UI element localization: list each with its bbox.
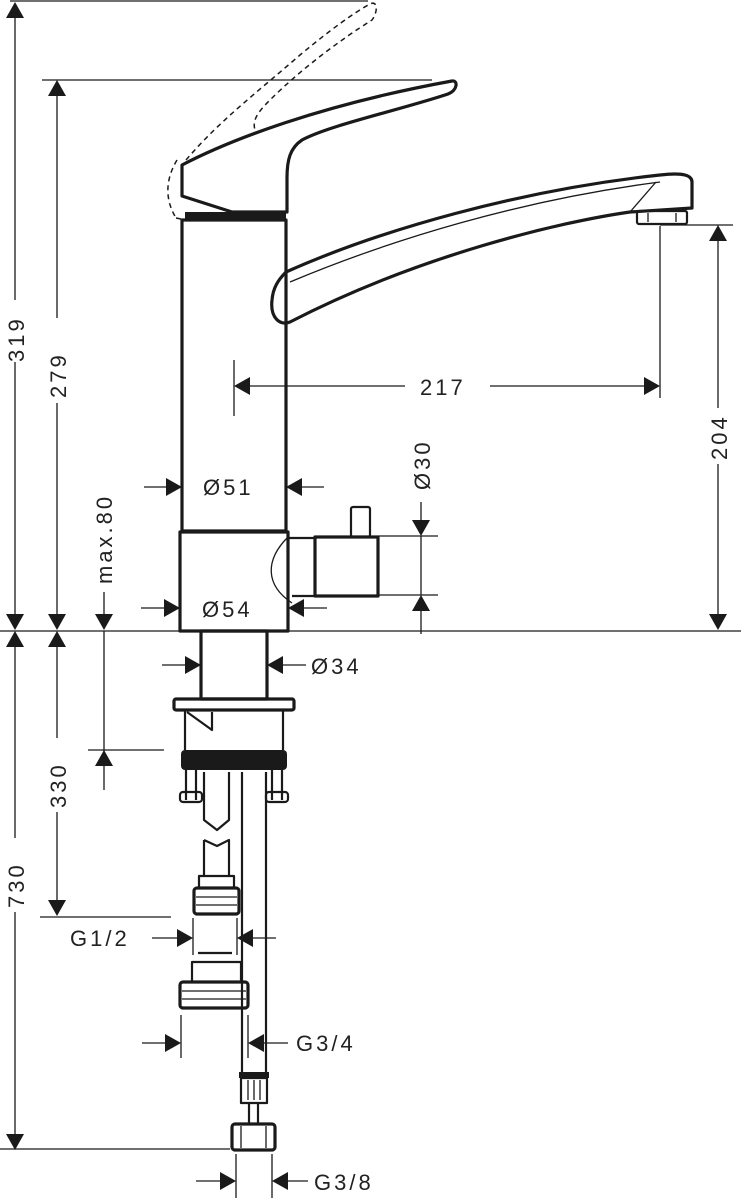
mounting-plate xyxy=(172,697,296,712)
dim-g38-arrow-left xyxy=(220,1172,236,1190)
dim-d51-arrow-left xyxy=(166,478,182,496)
spout-inner-edge xyxy=(289,181,661,283)
dim-279-arrow-top xyxy=(48,80,66,96)
g12-fitting-nut xyxy=(192,886,241,916)
dim-d54-arrow-left xyxy=(164,599,180,617)
g34-fitting-collar xyxy=(190,960,243,984)
fixing-nut xyxy=(181,750,287,770)
hose-left-upper xyxy=(202,772,231,832)
dim-max80-arrow-bottom xyxy=(95,750,113,766)
dim-730-label: 730 xyxy=(4,862,29,908)
dim-g34-arrow-left xyxy=(165,1034,181,1052)
dim-d30-arrow-bottom xyxy=(412,595,430,611)
dim-204-arrow-top xyxy=(709,225,727,241)
dim-g34-label: G3/4 xyxy=(296,1031,356,1056)
dim-730-arrow-top xyxy=(6,631,24,647)
dim-max80-label: max.80 xyxy=(92,494,117,584)
g38-stem xyxy=(247,1103,260,1124)
dim-g12-label: G1/2 xyxy=(70,926,130,951)
dim-204-label: 204 xyxy=(707,414,732,460)
valve-collar xyxy=(288,536,317,598)
dim-279-label: 279 xyxy=(46,352,71,398)
dim-217-label: 217 xyxy=(420,375,466,400)
valve-transition xyxy=(270,536,293,604)
fixing-studs xyxy=(184,770,284,800)
shank xyxy=(199,629,269,701)
spout-tip-bevel xyxy=(629,181,657,213)
dim-d54-arrow-right xyxy=(288,599,304,617)
dim-730-arrow-bottom xyxy=(6,1134,24,1150)
dim-d34-arrow-left xyxy=(185,656,201,674)
dim-g34-arrow-right xyxy=(248,1034,264,1052)
dim-g38-label: G3/8 xyxy=(314,1170,374,1195)
dim-g12-arrow-left xyxy=(177,929,193,947)
dim-279-arrow-bottom xyxy=(48,614,66,630)
stud-nut-left xyxy=(178,790,204,804)
dim-g12-arrow-right xyxy=(237,929,253,947)
hose-left-lower xyxy=(202,838,231,876)
spout xyxy=(270,172,694,325)
dim-319-arrow-top xyxy=(6,2,24,18)
lever-raised-outline xyxy=(167,2,377,221)
dim-330-arrow-top xyxy=(48,631,66,647)
dim-217-arrow-right xyxy=(644,377,660,395)
dim-d51-label: Ø51 xyxy=(203,475,254,500)
dim-330-label: 330 xyxy=(46,762,71,808)
dim-d54-label: Ø54 xyxy=(202,597,253,622)
side-valve-body xyxy=(313,535,380,598)
side-valve-knob xyxy=(349,505,372,539)
dim-204-arrow-bottom xyxy=(709,614,727,630)
dim-max80-arrow-top xyxy=(95,614,113,630)
dim-g38-arrow-right xyxy=(272,1172,288,1190)
g38-nut xyxy=(230,1122,277,1152)
stud-nut-right xyxy=(264,790,290,804)
dim-217-arrow-left xyxy=(234,377,250,395)
dim-d34-arrow-right xyxy=(267,656,283,674)
g12-fitting-collar xyxy=(197,874,236,890)
dim-d30-arrow-top xyxy=(412,520,430,536)
dim-319-label: 319 xyxy=(4,316,29,362)
g38-crimp-body xyxy=(239,1076,269,1105)
dim-d30-label: Ø30 xyxy=(410,439,435,490)
lever-base-band xyxy=(185,212,286,220)
lever-handle xyxy=(180,79,458,214)
dim-d51-arrow-right xyxy=(286,478,302,496)
dim-319-arrow-bottom xyxy=(6,614,24,630)
mounting-bracket xyxy=(183,710,285,750)
dim-d34-label: Ø34 xyxy=(311,654,362,679)
aerator xyxy=(635,209,689,226)
dim-330-arrow-bottom xyxy=(48,900,66,916)
g34-fitting-nut xyxy=(178,980,250,1010)
g38-crimp-collar xyxy=(239,1072,269,1078)
